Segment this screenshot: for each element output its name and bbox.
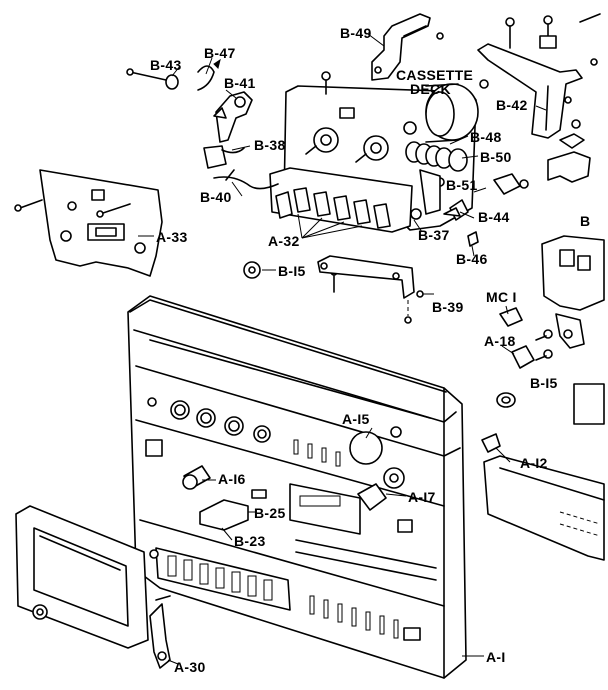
washer (496, 392, 516, 408)
label-b47: B-47 (204, 45, 236, 61)
label-b40: B-40 (200, 189, 232, 205)
bracket-b42 (477, 13, 601, 139)
right-side-parts (499, 235, 605, 425)
label-b42: B-42 (496, 97, 528, 113)
nut-b15-upper (243, 261, 276, 279)
label-b50: B-50 (480, 149, 512, 165)
part-labels: B-49 B-43 B-47 B-41 CASSETTE DECK B-42 B… (150, 25, 590, 675)
label-b48: B-48 (470, 129, 502, 145)
bracket-b49 (371, 13, 444, 81)
front-panel-a1 (127, 295, 467, 679)
label-edge-b: B (580, 213, 590, 229)
label-b38: B-38 (254, 137, 286, 153)
lever-assembly-left (126, 58, 279, 190)
parts-b51-b44 (443, 173, 529, 247)
label-b46: B-46 (456, 251, 488, 267)
label-a18: A-18 (484, 333, 516, 349)
key-buttons (275, 187, 391, 229)
label-b37: B-37 (418, 227, 450, 243)
slider-slots-lower (309, 595, 399, 639)
label-b15-lower: B-I5 (530, 375, 558, 391)
b23-keys (167, 555, 273, 601)
cassette-deck-mechanism (269, 71, 489, 293)
label-a12: A-I2 (520, 455, 548, 471)
label-a32: A-32 (268, 233, 300, 249)
label-b51: B-51 (446, 177, 478, 193)
label-a1: A-I (486, 649, 506, 665)
label-b23: B-23 (234, 533, 266, 549)
label-b43: B-43 (150, 57, 182, 73)
label-b41: B-41 (224, 75, 256, 91)
lever-a30 (149, 549, 171, 669)
label-deck: DECK (410, 81, 451, 97)
side-panel-a33 (14, 169, 163, 277)
label-b25: B-25 (254, 505, 286, 521)
cassette-door (15, 505, 149, 649)
label-a30: A-30 (174, 659, 206, 675)
label-a16: A-I6 (218, 471, 246, 487)
label-b44: B-44 (478, 209, 510, 225)
label-mc1: MC I (486, 289, 517, 305)
clip-right (547, 133, 591, 183)
leader-lines (138, 33, 547, 665)
label-b15-upper: B-I5 (278, 263, 306, 279)
label-a15: A-I5 (342, 411, 370, 427)
label-a33: A-33 (156, 229, 188, 245)
label-b49: B-49 (340, 25, 372, 41)
bracket-b39 (317, 255, 434, 324)
label-a17: A-I7 (408, 489, 436, 505)
rail-a12 (481, 433, 605, 561)
slider-slots-upper (293, 439, 341, 467)
label-cassette: CASSETTE (396, 67, 473, 83)
label-b39: B-39 (432, 299, 464, 315)
